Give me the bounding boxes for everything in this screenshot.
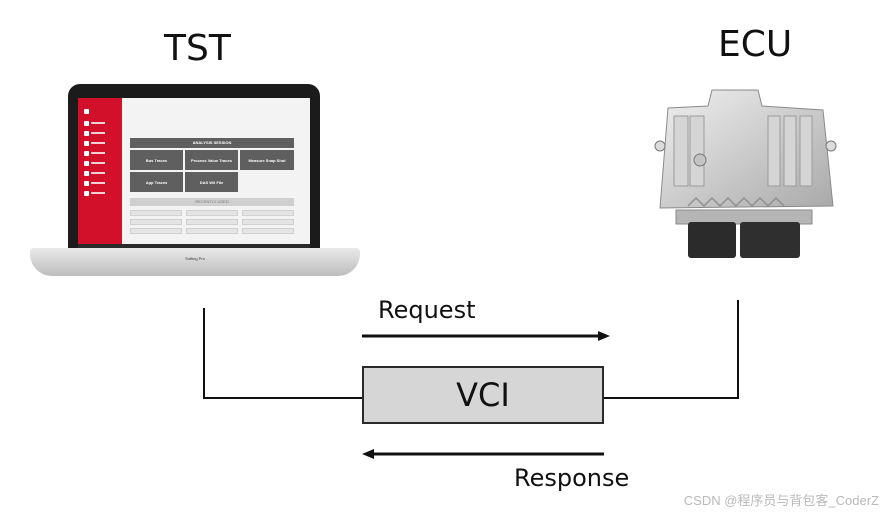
tile-process-value-traces: Process Value Traces [185,150,238,170]
laptop-brand: Softing Pro [185,256,205,261]
sidebar-item [84,130,118,136]
request-label: Request [378,296,476,324]
sidebar-item [84,180,118,186]
vci-box: VCI [362,366,604,424]
sidebar-item [84,160,118,166]
tile-measure-snapshot: Measure Snap Shot [240,150,294,170]
tile-app-traces: App Traces [130,172,183,192]
watermark: CSDN @程序员与背包客_CoderZ [683,493,879,508]
taskbar [78,244,310,250]
laptop-screen: ANALYSIS SESSION Bus Traces Process Valu… [78,98,310,250]
recent-item [186,210,238,216]
recent-item [242,228,294,234]
analysis-session-header: ANALYSIS SESSION [130,138,294,148]
recently-used-header: RECENTLY USED [130,198,294,206]
recent-item [186,219,238,225]
sidebar-item [84,108,118,114]
recent-item [130,219,182,225]
sidebar-item [84,140,118,146]
recent-item [130,228,182,234]
sidebar-item [84,170,118,176]
recent-item [186,228,238,234]
tile-das-file: DAS W/I File [185,172,238,192]
recent-item [242,210,294,216]
sidebar-item [84,150,118,156]
app-sidebar [78,98,122,250]
recent-item [130,210,182,216]
recent-item [242,219,294,225]
ecu-label: ECU [718,24,793,65]
tile-bus-traces: Bus Traces [130,150,183,170]
sidebar-item [84,190,118,196]
response-label: Response [514,464,630,492]
ecu-device-icon [654,89,837,258]
sidebar-item [84,120,118,126]
laptop-base [30,248,360,276]
tst-label: TST [164,28,231,69]
tester-laptop: ANALYSIS SESSION Bus Traces Process Valu… [30,84,360,284]
